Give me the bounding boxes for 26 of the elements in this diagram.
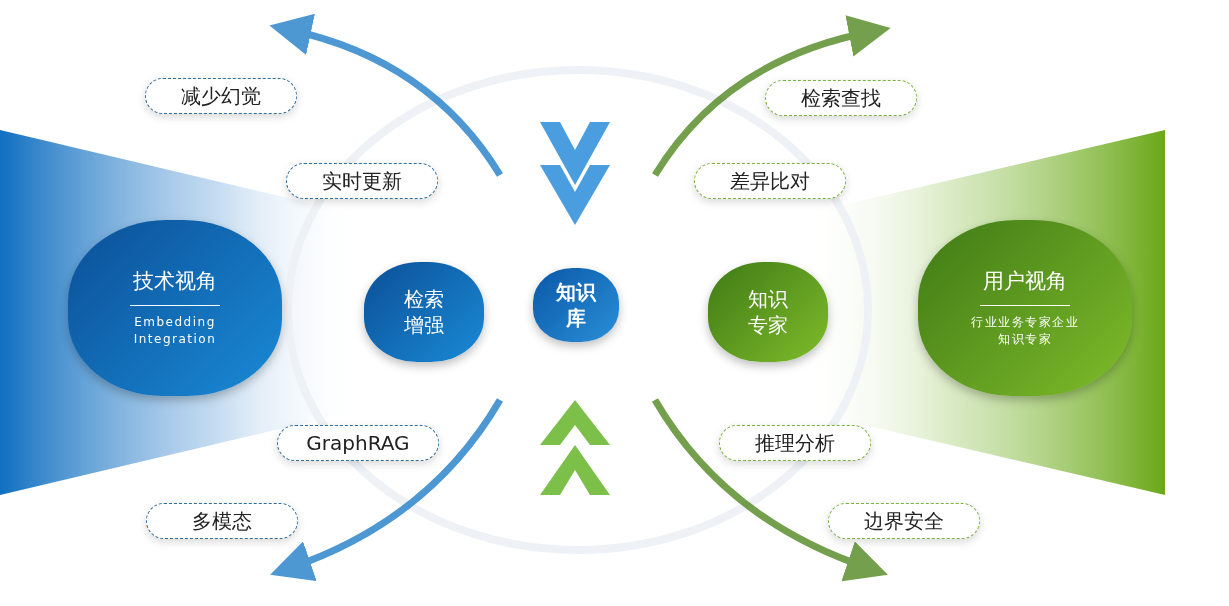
node-title: 知识专家: [747, 286, 789, 338]
node-title: 差异比对: [730, 168, 810, 194]
node-title: 推理分析: [755, 430, 835, 456]
dashed-pill: [694, 163, 846, 199]
node-title: 减少幻觉: [181, 83, 261, 109]
node-title: 用户视角: [983, 268, 1067, 296]
rounded-blob: [708, 262, 828, 362]
dashed-pill: [145, 78, 297, 114]
node-title: 多模态: [192, 508, 252, 534]
node-title: GraphRAG: [306, 430, 410, 456]
dashed-pill: [765, 80, 917, 116]
node-subtitle: Embedding Integration: [132, 314, 218, 348]
node-title: 检索查找: [801, 85, 881, 111]
node-title: 技术视角: [133, 268, 217, 296]
node-title: 检索增强: [403, 286, 445, 338]
dashed-pill: [719, 425, 871, 461]
dashed-pill: [146, 503, 298, 539]
node-title: 实时更新: [322, 168, 402, 194]
rounded-blob: [533, 268, 619, 342]
rounded-blob: [364, 262, 484, 362]
dashed-pill: [828, 503, 980, 539]
node-subtitle: 行业业务专家企业知识专家: [970, 314, 1080, 348]
node-title: 知识库: [555, 279, 597, 331]
dashed-pill: [286, 163, 438, 199]
dashed-pill: [277, 425, 439, 461]
node-title: 边界安全: [864, 508, 944, 534]
